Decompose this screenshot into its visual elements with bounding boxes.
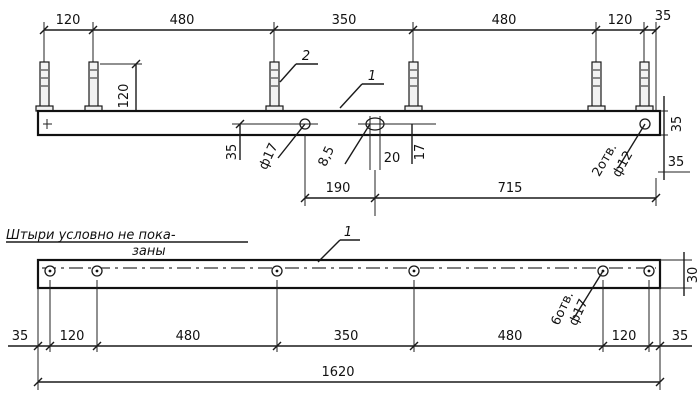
slot-width-20: 20 [384,151,401,166]
pin [35,61,54,112]
callout-bar-number: 1 [368,69,376,84]
dim-label-480: 480 [176,329,201,344]
tick [131,59,141,69]
total-length-label: 1620 [321,365,354,380]
pin-height-label: 120 [117,84,132,109]
pin [404,61,423,112]
dim-label-120: 120 [612,329,637,344]
plan-height-30: 30 [686,267,700,284]
dim-label-480: 480 [498,329,523,344]
callout-bar-number: 1 [344,225,352,240]
dim-label-120: 120 [608,13,633,28]
right-dim-35: 35 [670,116,685,133]
leader-slot [344,123,371,165]
side-view: 120 480 350 480 120 35 [35,9,690,216]
callout-pin-number: 2 [302,49,310,64]
dim-label-350: 350 [332,13,357,28]
callout-leader-bar [317,239,341,263]
slot-label: 8,5 [316,144,338,169]
dim-label-35: 35 [672,329,689,344]
hole-dia-d17: ф17 [256,141,281,172]
note-line-2: заны [132,244,166,259]
bar-side [36,109,662,137]
dim-label-35: 35 [655,9,672,24]
hole-markers [43,117,651,131]
dim-label-35: 35 [12,329,29,344]
callout-leader-pin [279,63,297,83]
bar-plan [36,258,662,290]
dim-label-120: 120 [56,13,81,28]
dim-label-35-left: 35 [225,144,240,161]
tick [655,377,665,387]
pin [84,61,103,112]
pins [35,61,654,112]
plan-holes [44,265,655,277]
tick [235,119,245,129]
note-line-1: Штыри условно не пока- [6,228,176,243]
plan-ticks [33,341,665,351]
right-dim-35b: 35 [668,155,685,170]
plan-view: Штыри условно не пока- заны 1 6отв. ф17 … [6,225,700,390]
plan-ext-lines [37,280,661,390]
dim-label-480: 480 [170,13,195,28]
tick [300,193,310,203]
dim-label-120: 120 [60,329,85,344]
top-ticks [39,25,661,35]
dim-label-350: 350 [334,329,359,344]
callout-leader-bar [339,83,363,109]
dim-label-480: 480 [492,13,517,28]
tick [370,193,380,203]
slot-height-17: 17 [413,144,428,161]
leader-2holes [617,123,646,169]
leader-d17 [277,123,306,159]
tick [33,377,43,387]
pin [265,61,284,112]
dim-label-715: 715 [498,181,523,196]
pin [587,61,606,112]
dim-label-190: 190 [326,181,351,196]
pin [635,61,654,112]
leader-6holes [573,270,604,319]
tick [651,193,661,203]
